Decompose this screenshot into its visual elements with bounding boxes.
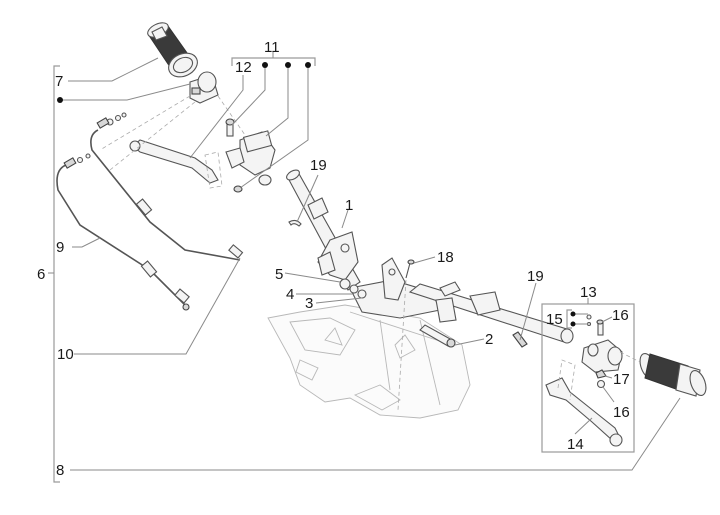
callout-9: 9 <box>56 239 64 256</box>
bullet-dots <box>57 62 576 327</box>
headset-cover <box>267 304 471 419</box>
master-cylinder <box>225 118 276 193</box>
screw-part-18 <box>397 259 415 411</box>
group-bracket-6 <box>48 65 60 483</box>
callout-19-right: 19 <box>527 268 544 285</box>
callout-16-top: 16 <box>612 307 629 324</box>
callout-10: 10 <box>57 346 74 363</box>
right-lever-clamp <box>581 314 623 389</box>
callout-15: 15 <box>546 311 563 328</box>
callout-14: 14 <box>567 436 584 453</box>
callout-11: 11 <box>264 39 280 56</box>
cable-part-10 <box>90 112 244 261</box>
callout-2: 2 <box>485 331 493 348</box>
callout-6: 6 <box>37 266 45 283</box>
right-lever <box>545 359 623 447</box>
callout-7: 7 <box>55 73 63 90</box>
washers-3-4-5 <box>339 278 367 299</box>
callout-5: 5 <box>275 266 283 283</box>
clip-part-19-left <box>288 219 302 227</box>
callout-16-bottom: 16 <box>613 404 630 421</box>
left-switch-housing <box>189 71 219 104</box>
callout-18: 18 <box>437 249 454 266</box>
callout-19-left: 19 <box>310 157 327 174</box>
bolt-part-2 <box>419 324 456 348</box>
callout-8: 8 <box>56 462 64 479</box>
callout-12: 12 <box>235 59 252 76</box>
callout-17: 17 <box>613 371 630 388</box>
callout-13: 13 <box>580 284 597 301</box>
brake-lever-left <box>129 139 223 189</box>
left-grip <box>147 22 198 78</box>
callout-4: 4 <box>286 286 294 303</box>
right-grip <box>619 351 707 397</box>
cable-part-9 <box>56 153 190 311</box>
group-box-13 <box>541 298 635 453</box>
leader-lines <box>62 52 681 471</box>
callout-1: 1 <box>345 197 353 214</box>
callout-3: 3 <box>305 295 313 312</box>
